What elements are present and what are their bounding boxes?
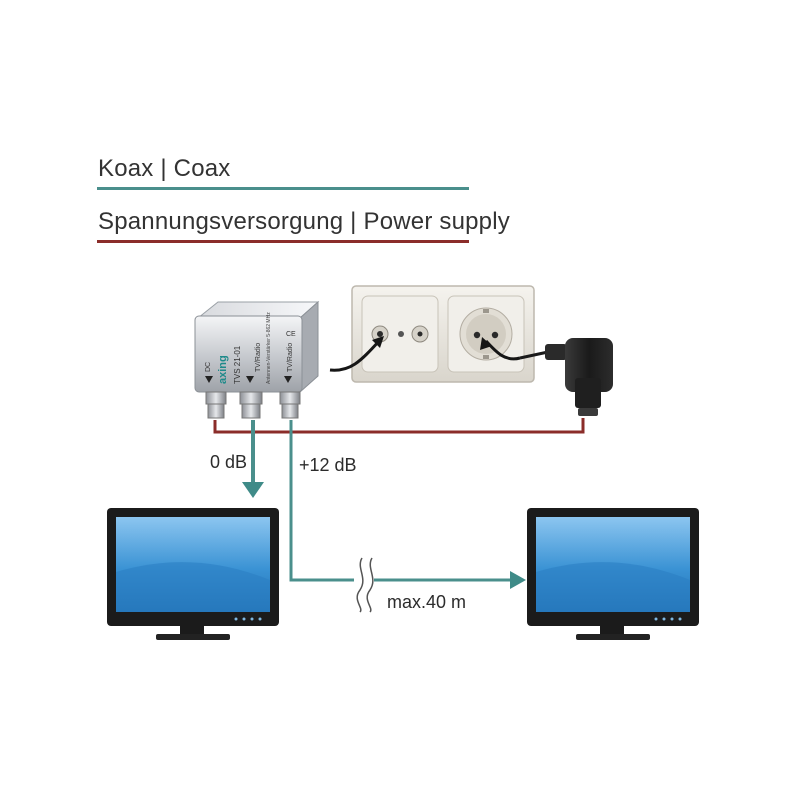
- coax-line-right: [289, 420, 354, 582]
- f-connector-dc: [205, 391, 227, 419]
- amplifier-brand: axing: [217, 355, 229, 384]
- power-outlet-icon: [459, 307, 513, 361]
- amplifier-port-middle-desc: Antennen-Verstärker 5-862 MHz: [266, 312, 272, 384]
- distance-break-icon: [356, 557, 374, 613]
- power-adapter: [545, 338, 613, 416]
- legend-coax-label: Koax | Coax: [98, 155, 231, 182]
- amplifier-port-middle: TV/Radio: [255, 343, 262, 372]
- legend-power-label: Spannungsversorgung | Power supply: [98, 208, 510, 235]
- tv-right: [527, 508, 699, 640]
- antenna-cable: [329, 338, 382, 372]
- amplifier-port-dc: DC: [205, 362, 212, 372]
- tv-left: [107, 508, 279, 640]
- amplifier-port-right: TV/Radio: [287, 343, 294, 372]
- gain-label-left: 0 dB: [210, 452, 248, 472]
- wall-socket-plate: [351, 285, 535, 383]
- distance-label: max.40 m: [387, 592, 467, 612]
- ce-mark: CE: [286, 331, 296, 338]
- amplifier-device: axing TVS 21-01 DC TV/Radio Antennen-Ver…: [194, 300, 320, 419]
- gain-label-right: +12 dB: [299, 455, 357, 475]
- coax-arrow-left: [242, 482, 264, 498]
- legend-power-line: [97, 240, 469, 243]
- legend-coax-line: [97, 187, 469, 190]
- f-connector-middle: [239, 391, 263, 419]
- f-connector-right: [279, 391, 301, 419]
- antenna-socket-icon: [371, 325, 429, 343]
- power-supply-cable: [213, 418, 585, 434]
- amplifier-model: TVS 21-01: [233, 345, 242, 384]
- coax-arrow-right: [510, 571, 526, 589]
